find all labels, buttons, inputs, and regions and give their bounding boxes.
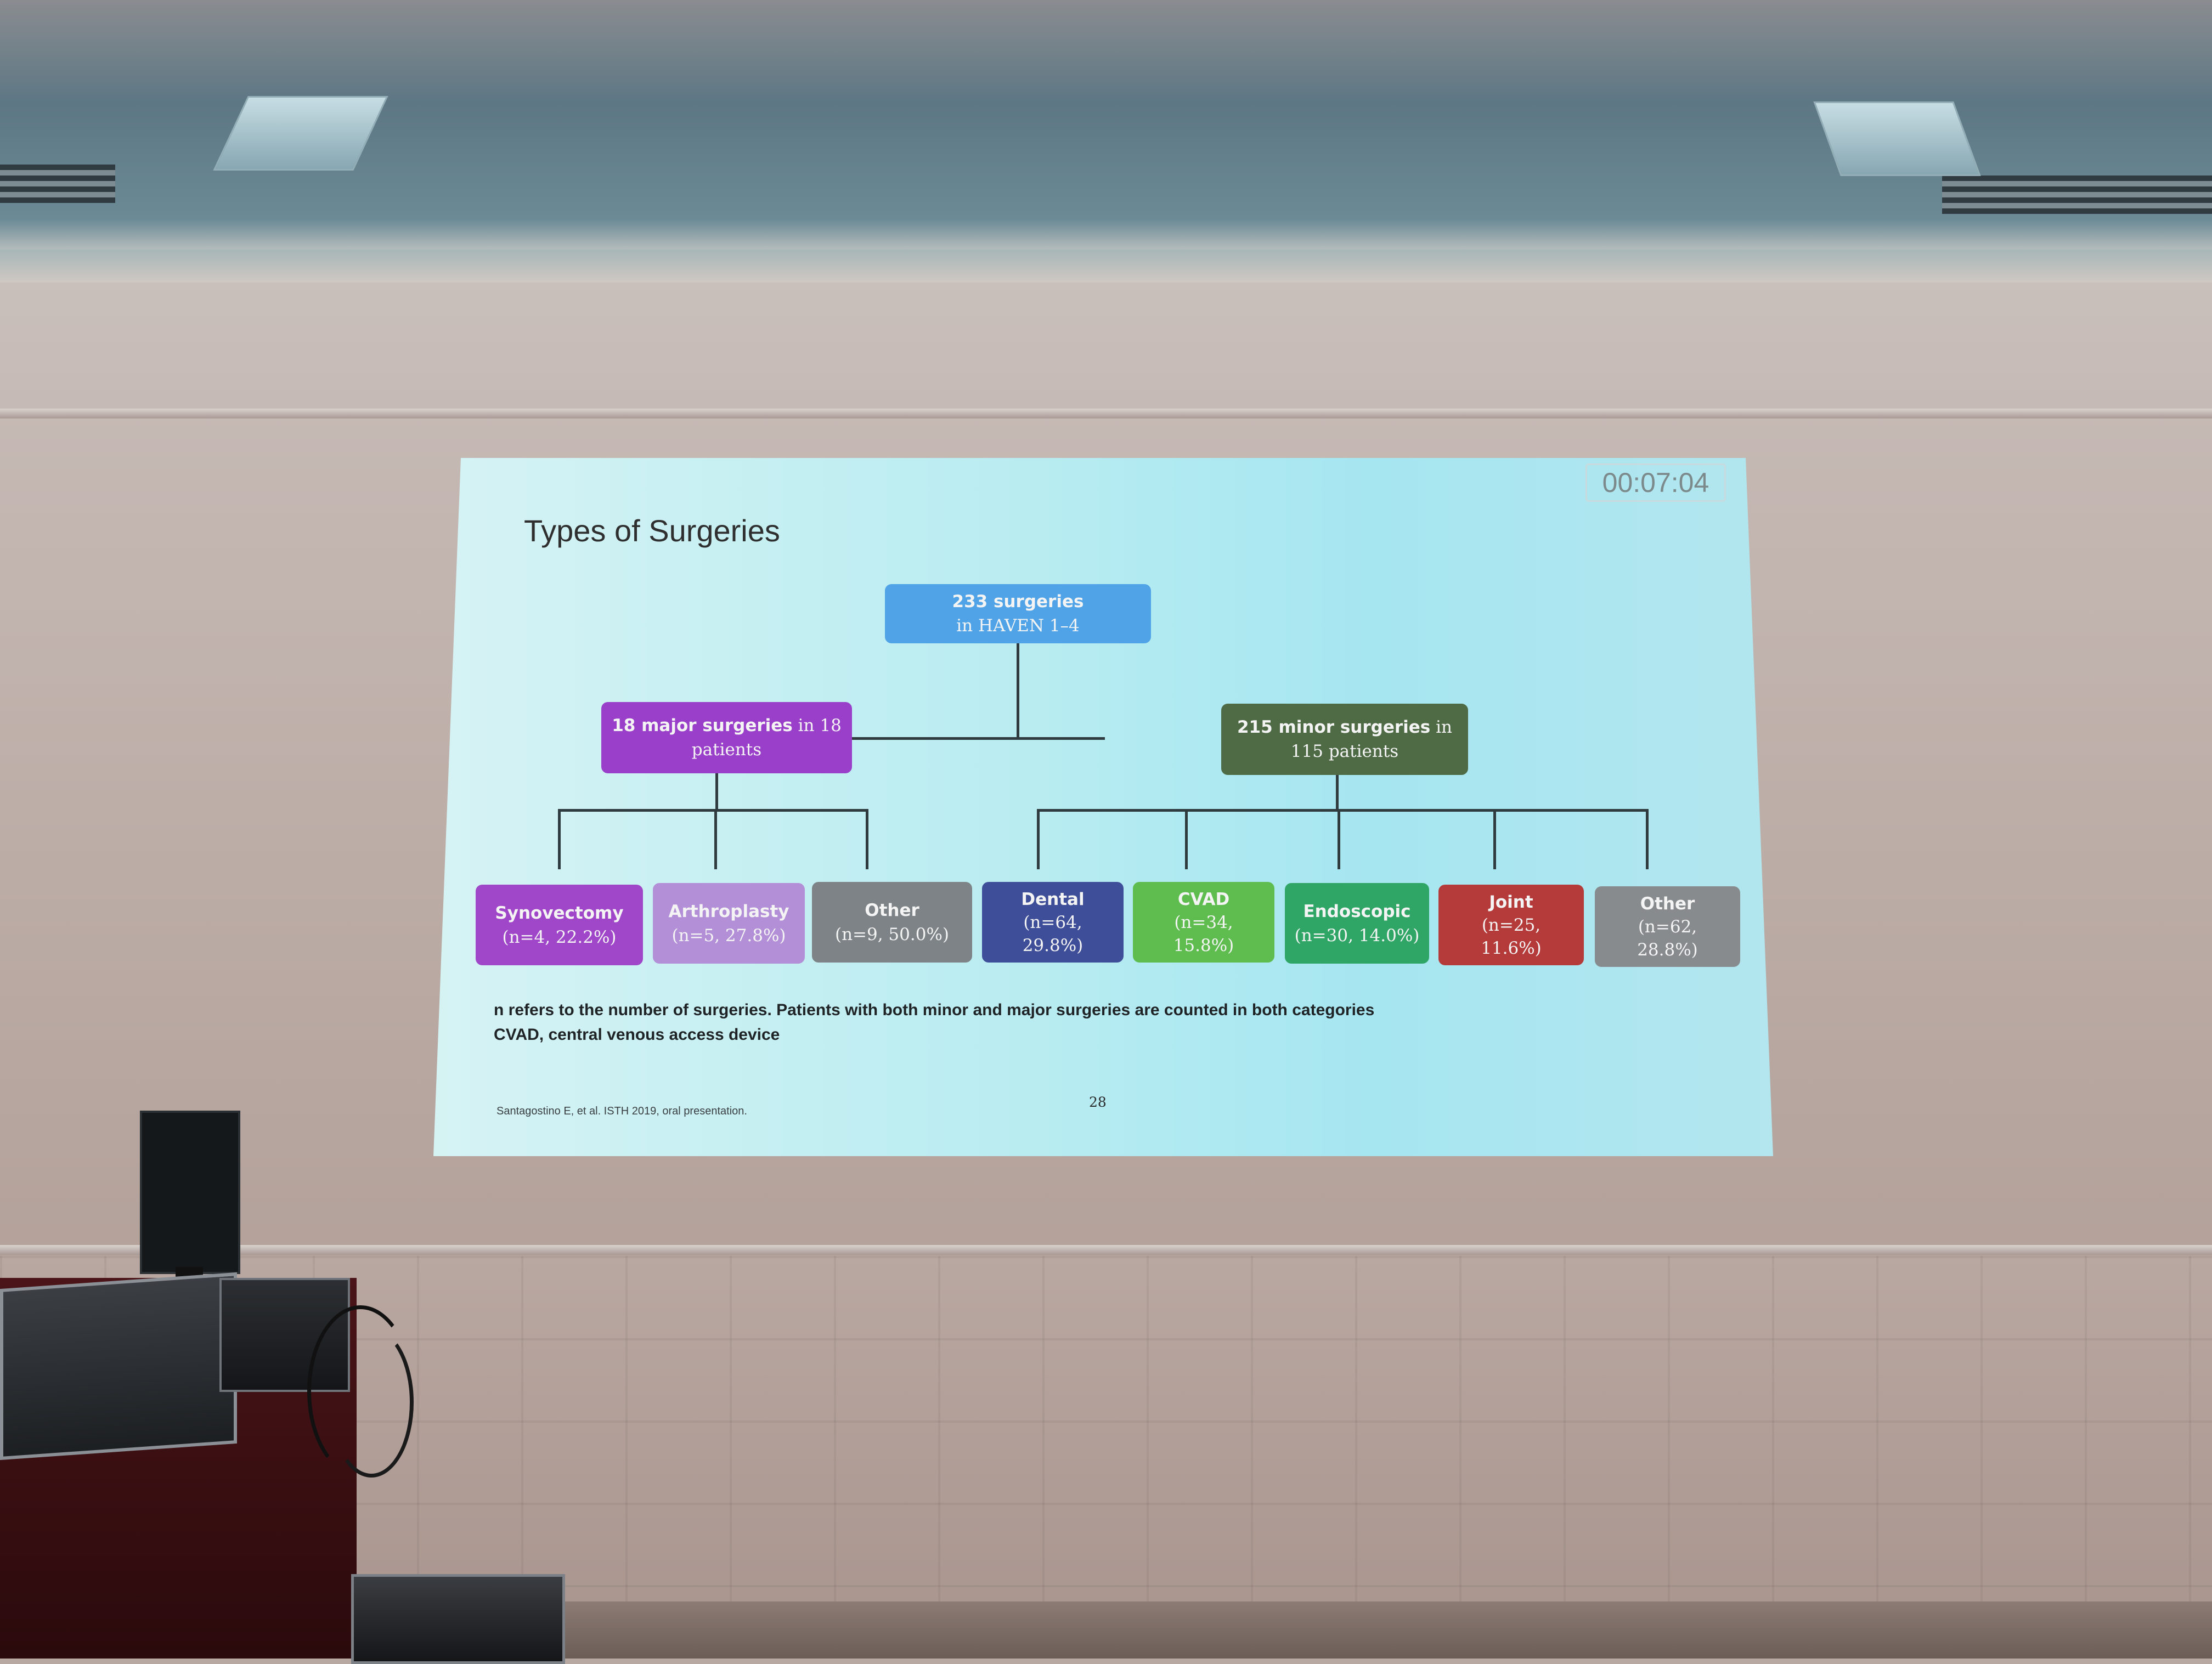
child-detail-line2: 11.6%) — [1481, 938, 1542, 958]
major-surgeries-node: 18 major surgeries in 18 patients — [601, 702, 852, 773]
child-name: Dental — [1021, 889, 1085, 909]
projected-slide: Types of Surgeries 00:07:04 233 surgerie… — [433, 458, 1773, 1156]
child-name: Endoscopic — [1303, 901, 1411, 921]
child-name: CVAD — [1177, 889, 1230, 909]
synovectomy-node: Synovectomy (n=4, 22.2%) — [476, 885, 643, 965]
arthroplasty-node: Arthroplasty (n=5, 27.8%) — [653, 883, 805, 964]
connector-major-drop — [714, 809, 717, 869]
minor-node-bold: 215 minor surgeries — [1237, 717, 1431, 737]
minor-surgeries-node: 215 minor surgeries in 115 patients — [1221, 704, 1468, 775]
connector-minor-drop — [1185, 809, 1188, 869]
child-detail-line2: 29.8%) — [1022, 935, 1084, 955]
child-name: Joint — [1489, 892, 1533, 912]
page-number: 28 — [1089, 1094, 1107, 1110]
child-detail: (n=4, 22.2%) — [502, 927, 617, 947]
root-node-bold: 233 surgeries — [952, 592, 1084, 612]
connector-major-drop — [866, 809, 868, 869]
cvad-node: CVAD (n=34, 15.8%) — [1133, 882, 1274, 963]
child-detail-line1: (n=34, — [1174, 912, 1233, 932]
wall-molding-top — [0, 409, 2212, 418]
monitor — [140, 1111, 240, 1274]
child-detail: (n=5, 27.8%) — [672, 925, 786, 946]
child-name: Other — [1640, 893, 1695, 914]
child-detail-line1: (n=25, — [1481, 915, 1541, 935]
child-detail-line2: 28.8%) — [1637, 939, 1698, 960]
citation: Santagostino E, et al. ISTH 2019, oral p… — [496, 1105, 747, 1117]
connector-major-drop — [558, 809, 561, 869]
cable — [329, 1327, 414, 1478]
dental-node: Dental (n=64, 29.8%) — [982, 882, 1124, 963]
connector-minor-horizontal — [1037, 809, 1649, 812]
joint-node: Joint (n=25, 11.6%) — [1438, 885, 1584, 965]
wall-molding-bottom — [0, 1245, 2212, 1255]
connector-minor-drop — [1037, 809, 1040, 869]
connector-major-down — [715, 773, 718, 811]
equipment-rack — [0, 1272, 237, 1461]
child-detail: (n=9, 50.0%) — [834, 924, 950, 944]
major-other-node: Other (n=9, 50.0%) — [812, 882, 972, 963]
presentation-timer: 00:07:04 — [1585, 463, 1726, 502]
ceiling-vent-right — [1942, 176, 2212, 214]
endoscopic-node: Endoscopic (n=30, 14.0%) — [1285, 883, 1429, 964]
ceiling-light-right — [1813, 101, 1981, 176]
connector-minor-drop — [1646, 809, 1649, 869]
major-node-text: in 18 patients — [691, 716, 842, 760]
connector-minor-drop — [1493, 809, 1496, 869]
connector-minor-drop — [1338, 809, 1340, 869]
child-detail-line1: (n=62, — [1638, 916, 1697, 937]
child-detail-line2: 15.8%) — [1173, 935, 1234, 955]
minor-node-text: in 115 patients — [1290, 717, 1453, 761]
root-node-text: in HAVEN 1–4 — [956, 616, 1080, 636]
footnote-definition: n refers to the number of surgeries. Pat… — [494, 1001, 1375, 1019]
ceiling-edge — [0, 250, 2212, 282]
connector-root-down — [1017, 642, 1019, 740]
child-name: Synovectomy — [495, 903, 624, 923]
child-name: Other — [865, 900, 919, 920]
cable — [307, 1305, 414, 1478]
connector-minor-down — [1336, 775, 1339, 811]
connector-major-horizontal — [558, 809, 868, 812]
ceiling-vent-left — [0, 165, 115, 203]
slide-title: Types of Surgeries — [524, 513, 780, 548]
child-name: Arthroplasty — [668, 901, 789, 921]
root-node: 233 surgeries in HAVEN 1–4 — [885, 584, 1151, 643]
footnote-abbreviation: CVAD, central venous access device — [494, 1026, 780, 1044]
major-node-bold: 18 major surgeries — [612, 716, 793, 735]
connector-level1-horizontal — [843, 737, 1105, 740]
equipment-case — [351, 1574, 565, 1664]
child-detail-line1: (n=30, 14.0%) — [1294, 925, 1420, 946]
child-detail-line1: (n=64, — [1023, 912, 1082, 932]
minor-other-node: Other (n=62, 28.8%) — [1595, 886, 1740, 967]
